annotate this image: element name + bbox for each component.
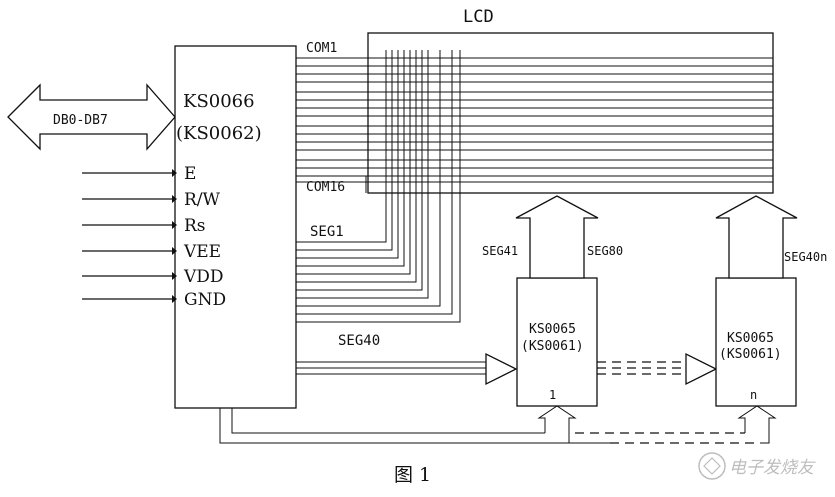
com-last-label: COM16: [306, 180, 345, 195]
pin-gnd: GND: [184, 290, 226, 310]
seg-lines-1-40: [296, 50, 461, 323]
watermark-logo-icon: [698, 452, 726, 480]
data-bus-arrow: DB0-DB7: [7, 83, 176, 151]
pin-arrows: [82, 169, 177, 303]
driver-1-name: KS0065: [529, 322, 576, 337]
controller-name: KS0066: [183, 91, 255, 112]
pin-rw: R/W: [184, 190, 221, 210]
seg-first-label: SEG1: [310, 224, 344, 240]
pin-e: E: [184, 164, 196, 184]
driver-n-alt-name: (KS0061): [719, 347, 782, 362]
seg-40-label: SEG40: [338, 333, 380, 349]
com-first-label: COM1: [306, 41, 337, 56]
driver-1-seg-left: SEG41: [482, 244, 518, 258]
pin-vee: VEE: [183, 242, 221, 262]
controller-alt-name: (KS0062): [176, 123, 262, 144]
lcd-panel: [367, 32, 774, 194]
pin-vdd: VDD: [183, 267, 224, 287]
driver-1-alt-name: (KS0061): [521, 339, 584, 354]
driver-n-name: KS0065: [727, 331, 774, 346]
driver-n-index: n: [750, 388, 757, 402]
com-lines: [296, 57, 773, 183]
pin-labels: E R/W Rs VEE VDD GND: [183, 164, 226, 310]
driver-1-seg-right: SEG80: [587, 244, 623, 258]
watermark-text: 电子发烧友: [729, 458, 816, 478]
lcd-label: LCD: [463, 7, 494, 27]
driver-1-index: 1: [549, 388, 556, 402]
serial-bus-1: [296, 352, 518, 386]
control-return-bus: [219, 405, 777, 444]
bus-label: DB0-DB7: [53, 113, 108, 128]
driver-n-up-arrow: [715, 195, 798, 279]
figure-caption: 图 1: [394, 464, 431, 486]
driver-1-up-arrow: [515, 195, 599, 279]
watermark: 电子发烧友: [698, 452, 816, 480]
pin-rs: Rs: [184, 216, 206, 236]
driver-n-seg-right: SEG40n: [784, 250, 827, 264]
controller-chip: [174, 45, 297, 409]
serial-bus-2: [597, 352, 718, 386]
